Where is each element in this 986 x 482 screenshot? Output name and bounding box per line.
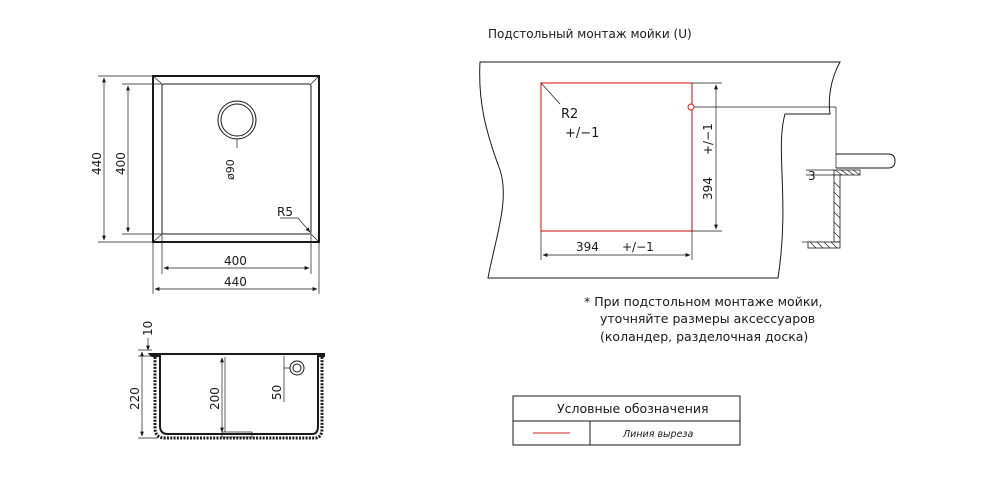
drain-circle — [217, 100, 257, 140]
detail-countertop — [836, 153, 896, 169]
corner-line-tr — [310, 75, 320, 85]
dim-394-vertical-tolerance: +/−1 — [701, 123, 715, 155]
sink-section-wall — [147, 353, 325, 435]
mounting-view: Подстольный монтаж мойки (U) R2 +/−1 394… — [479, 27, 841, 279]
overflow-circle — [289, 360, 305, 376]
installation-note: * При подстольном монтаже мойки, уточняй… — [584, 294, 822, 344]
dim-394-vertical-value: 394 — [701, 177, 715, 200]
corner-line-br — [310, 233, 320, 243]
drain-diameter-label: ø90 — [224, 159, 237, 180]
radius-tolerance: +/−1 — [565, 126, 599, 141]
corner-line-tl — [152, 75, 163, 85]
dim-440-vertical-label: 440 — [90, 152, 104, 175]
sink-bowl-outline — [161, 83, 312, 235]
dim-394-horizontal-value: 394 — [576, 240, 599, 254]
dim-394-horizontal-tolerance: +/−1 — [622, 240, 654, 254]
detail-bottom-hatch — [809, 241, 838, 249]
detail-flange-hatch — [834, 169, 861, 176]
note-line-1: * При подстольном монтаже мойки, — [584, 294, 822, 309]
radius-leader — [540, 82, 561, 105]
dim-50-label: 50 — [270, 385, 284, 400]
dim-400-horizontal-label: 400 — [224, 254, 247, 268]
dim-220-label: 220 — [128, 387, 142, 410]
radius-label: R2 — [561, 107, 578, 122]
mounting-detail: 3 — [802, 107, 896, 249]
sink-section-hatch — [153, 357, 324, 440]
dim-400-vertical-label: 400 — [114, 152, 128, 175]
detail-dim-label: 3 — [808, 169, 816, 183]
mounting-title: Подстольный монтаж мойки (U) — [488, 27, 692, 41]
legend-title: Условные обозначения — [557, 401, 709, 416]
dim-440-horizontal-label: 440 — [224, 275, 247, 289]
section-view: 10 220 200 50 — [128, 321, 325, 440]
reference-point — [687, 103, 695, 111]
corner-line-bl — [152, 233, 163, 243]
dim-200-label: 200 — [208, 387, 222, 410]
corner-radius-label: R5 — [277, 205, 293, 219]
detail-wall-hatch — [833, 181, 841, 239]
note-line-2: уточняйте размеры аксессуаров — [600, 311, 815, 326]
dim-10-label: 10 — [141, 321, 155, 336]
corner-radius-leader — [297, 217, 311, 233]
legend-table: Условные обозначения Линия выреза — [512, 395, 741, 446]
legend-item-label: Линия выреза — [622, 429, 693, 440]
drain-outlet — [221, 431, 253, 438]
note-line-3: (коландер, разделочная доска) — [600, 329, 808, 344]
countertop-outline — [479, 61, 841, 279]
top-view: ø90 R5 440 400 400 440 — [90, 75, 320, 294]
cutout-outline — [540, 82, 693, 232]
sink-outer-outline — [152, 75, 320, 243]
